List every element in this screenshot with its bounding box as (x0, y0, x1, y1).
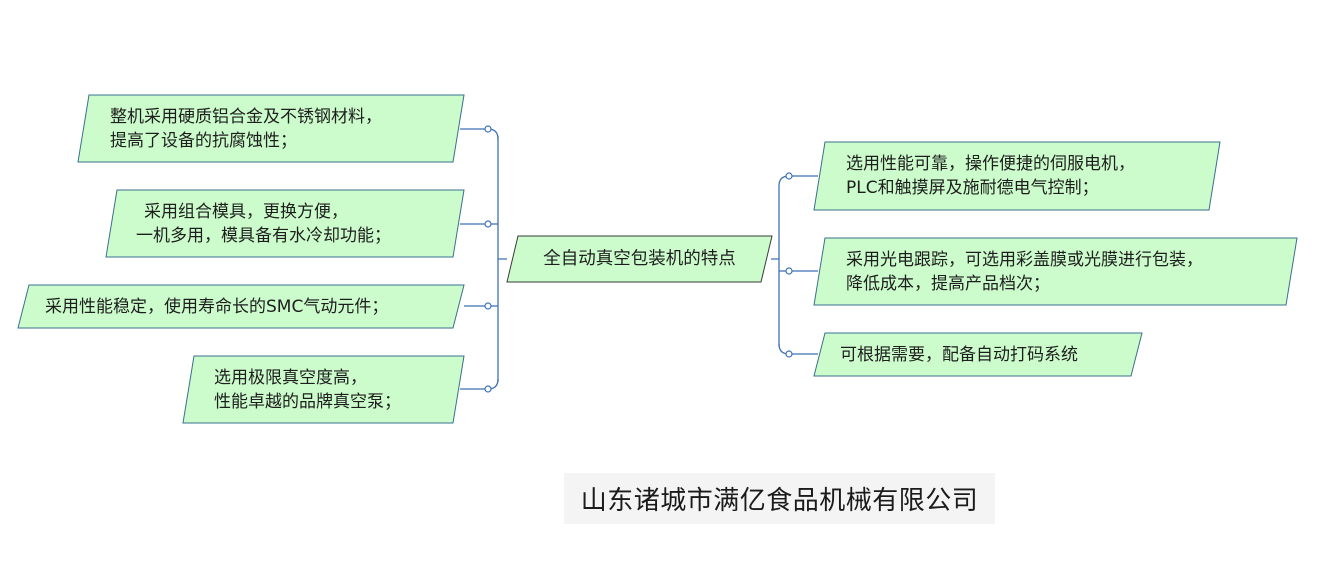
left-branch-4-line-2: 性能卓越的品牌真空泵； (214, 391, 401, 412)
joint-left-3 (484, 302, 492, 310)
left-branch-4[interactable]: 选用极限真空度高， 性能卓越的品牌真空泵； (182, 355, 465, 424)
right-branch-1-line-2: PLC和触摸屏及施耐德电气控制； (846, 178, 1099, 198)
joint-left-2 (484, 220, 492, 228)
right-branch-2[interactable]: 采用光电跟踪，可选用彩盖膜或光膜进行包装， 降低成本，提高产品档次； (813, 237, 1298, 306)
center-topic[interactable]: 全自动真空包装机的特点 (506, 235, 773, 283)
right-branch-2-line-2: 降低成本，提高产品档次； (846, 273, 1050, 294)
connector-right-trunk (771, 186, 780, 346)
left-branch-1-line-2: 提高了设备的抗腐蚀性； (110, 130, 297, 151)
company-name: 山东诸城市满亿食品机械有限公司 (580, 486, 979, 516)
right-branch-3[interactable]: 可根据需要，配备自动打码系统 (813, 332, 1143, 377)
left-branch-1-line-1: 整机采用硬质铝合金及不锈钢材料， (110, 106, 382, 127)
left-branch-2[interactable]: 采用组合模具，更换方便， 一机多用，模具备有水冷却功能； (105, 189, 465, 258)
joint-right-2 (785, 267, 793, 275)
joint-right-1 (785, 172, 793, 180)
connector-left-trunk (497, 136, 507, 382)
right-branch-1-line-1: 选用性能可靠，操作便捷的伺服电机， (846, 154, 1135, 174)
left-branch-3[interactable]: 采用性能稳定，使用寿命长的SMC气动元件； (17, 284, 465, 329)
left-branch-3-line-1: 采用性能稳定，使用寿命长的SMC气动元件； (45, 296, 389, 317)
center-topic-label: 全自动真空包装机的特点 (543, 249, 736, 269)
joint-right-3 (785, 350, 793, 358)
right-branch-2-line-1: 采用光电跟踪，可选用彩盖膜或光膜进行包装， (846, 249, 1203, 270)
right-branch-1[interactable]: 选用性能可靠，操作便捷的伺服电机， PLC和触摸屏及施耐德电气控制； (813, 141, 1221, 211)
joint-left-4 (484, 385, 492, 393)
left-branch-4-line-1: 选用极限真空度高， (214, 367, 367, 388)
left-branch-1[interactable]: 整机采用硬质铝合金及不锈钢材料， 提高了设备的抗腐蚀性； (77, 94, 465, 163)
right-branch-3-line-1: 可根据需要，配备自动打码系统 (840, 344, 1078, 365)
company-name-caption: 山东诸城市满亿食品机械有限公司 (564, 473, 995, 524)
left-branch-2-line-1: 采用组合模具，更换方便， (144, 201, 348, 222)
joint-left-1 (484, 125, 492, 133)
left-branch-2-line-2: 一机多用，模具备有水冷却功能； (136, 225, 391, 246)
